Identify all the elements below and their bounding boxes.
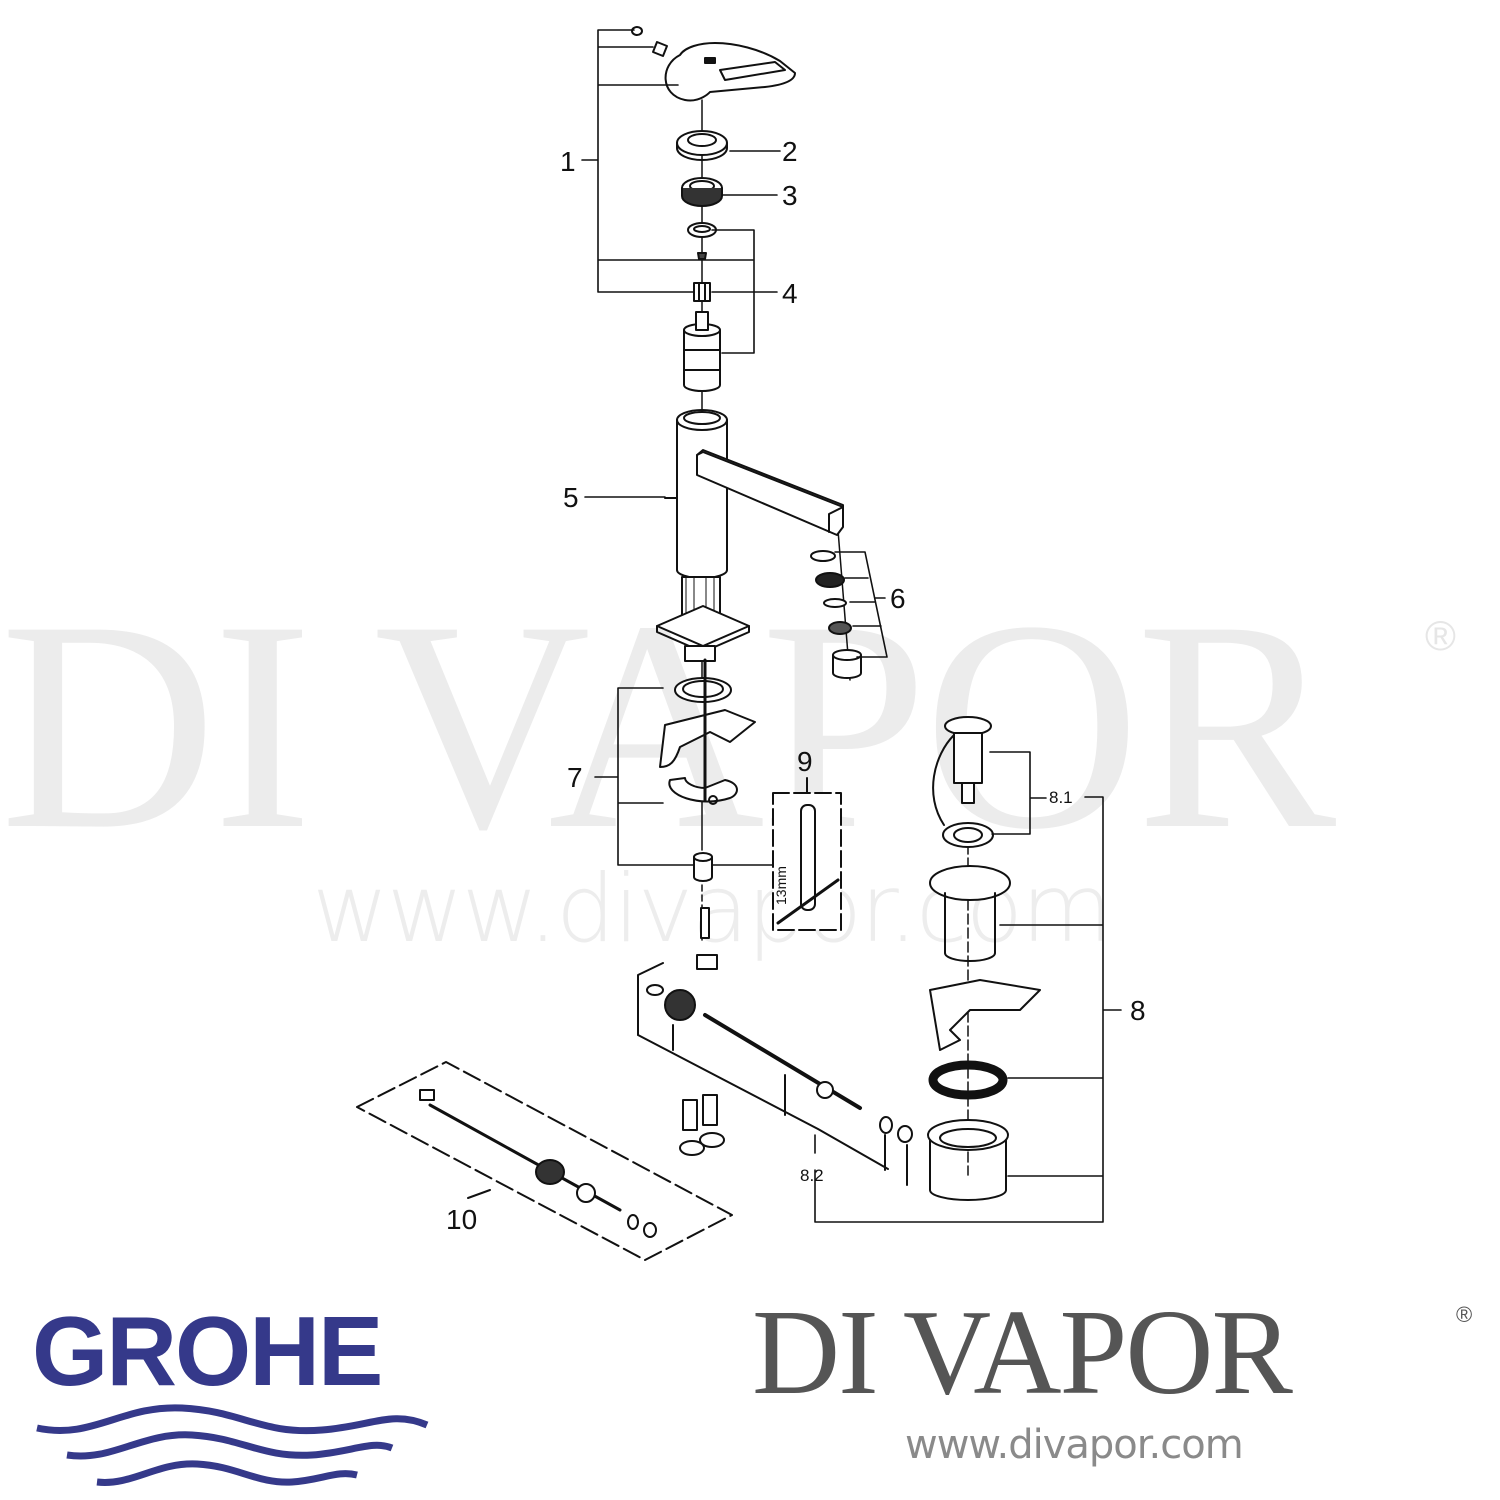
divapor-registered-mark: ® (1456, 1302, 1473, 1327)
handle-lever-icon (631, 26, 796, 102)
grohe-waves-icon (36, 1404, 429, 1486)
callout-8-2: 8.2 (800, 1166, 824, 1185)
callout-6: 6 (890, 583, 906, 614)
callout-8-1: 8.1 (1049, 788, 1073, 807)
pivot-rod-set-icon (637, 954, 913, 1186)
waste-assembly-icon (927, 716, 1041, 1201)
tap-body-icon (656, 409, 844, 662)
watermark-registered-mark: ® (1425, 612, 1456, 659)
wrench-dimension-label: 13mm (773, 866, 789, 905)
callout-8: 8 (1130, 995, 1146, 1026)
divapor-url: www.divapor.com (905, 1422, 1244, 1468)
grohe-logo: GROHE (32, 1302, 432, 1495)
callout-1: 1 (560, 146, 576, 177)
grohe-wordmark: GROHE (32, 1296, 383, 1406)
retaining-nut-icon (681, 177, 723, 207)
callout-4: 4 (782, 278, 798, 309)
callout-5: 5 (563, 482, 579, 513)
callout-9: 9 (797, 746, 813, 777)
fixing-set-icon (659, 658, 756, 939)
callout-leader-lines (581, 29, 1122, 1223)
callout-3: 3 (782, 180, 798, 211)
divapor-wordmark: DI VAPOR (752, 1285, 1293, 1420)
callout-7: 7 (567, 762, 583, 793)
cover-cap-icon (676, 130, 728, 161)
wrench-tool-icon (772, 777, 842, 931)
callout-2: 2 (782, 136, 798, 167)
center-axis-lines (701, 99, 969, 1176)
pivot-rod-kit-icon (356, 1061, 733, 1261)
aerator-set-icon (810, 550, 862, 679)
callout-10: 10 (446, 1204, 478, 1235)
cartridge-icon (683, 222, 721, 392)
